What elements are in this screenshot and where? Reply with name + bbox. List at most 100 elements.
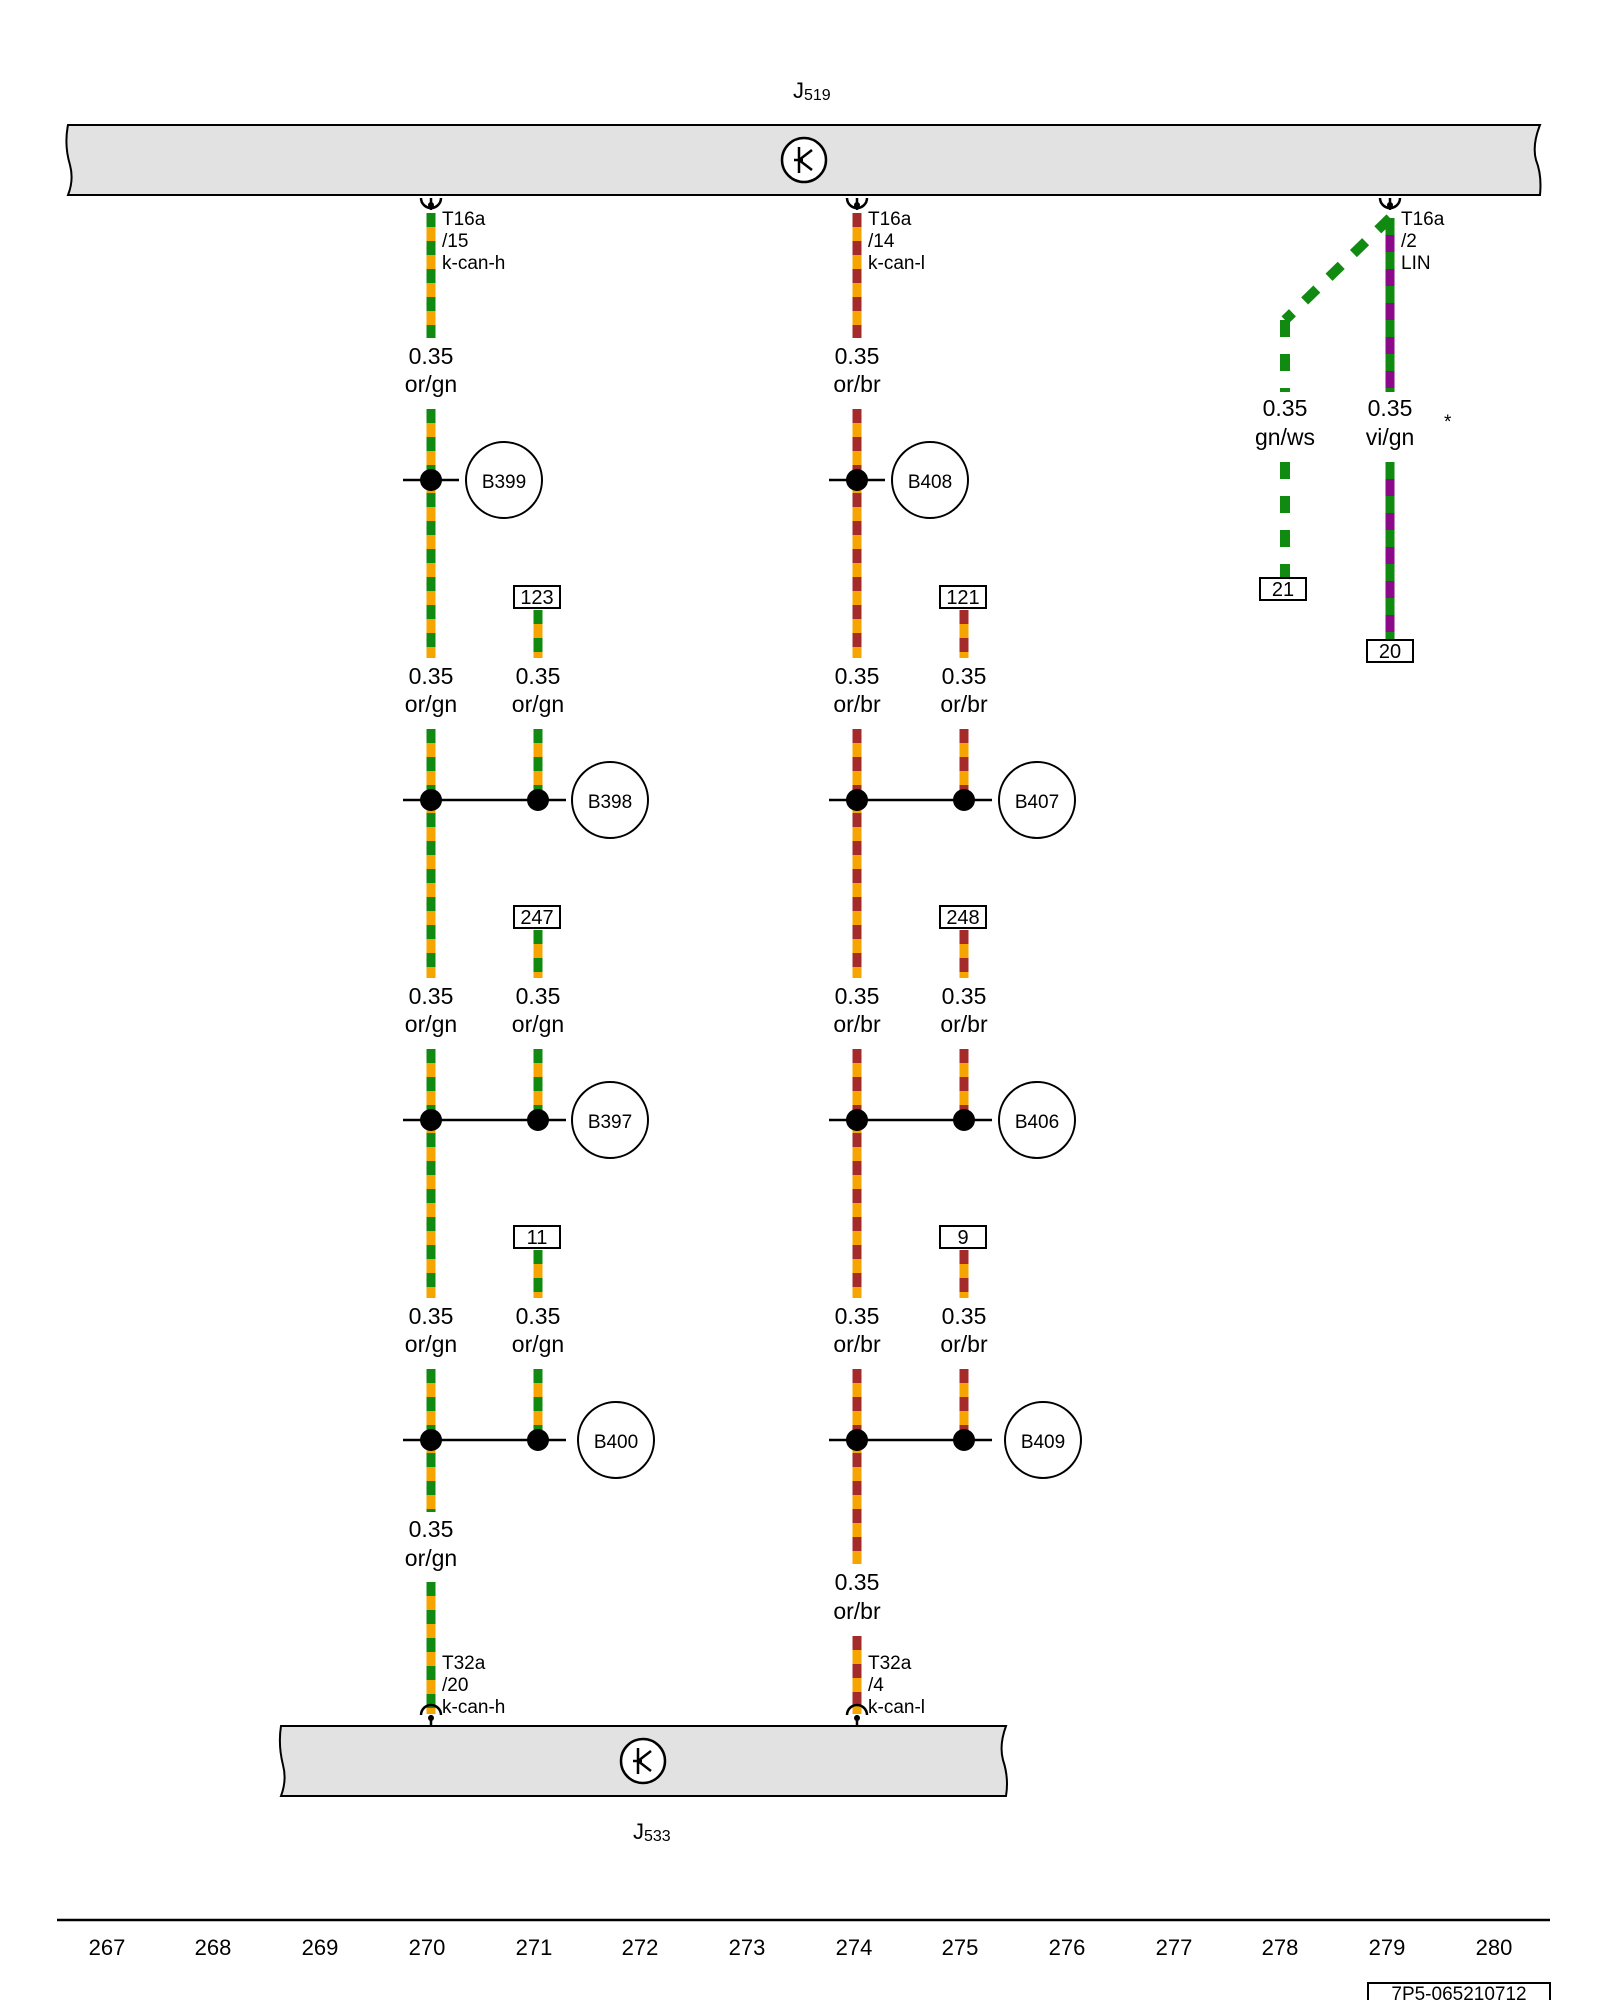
ref-box-123-label: 123 (520, 587, 553, 609)
splice-b406[interactable]: B406 (998, 1081, 1076, 1159)
column-number: 272 (622, 1935, 659, 1960)
splice-b398-label: B398 (588, 792, 632, 813)
column-number: 269 (302, 1935, 339, 1960)
splice-b399-label: B399 (482, 472, 526, 493)
splice-dot (527, 789, 549, 811)
transistor-symbol-icon (780, 136, 828, 184)
pin-label-j533-4: T32a /4 k-can-l (868, 1653, 925, 1718)
ref-box-123[interactable]: 123 (513, 585, 561, 609)
splice-b408[interactable]: B408 (891, 441, 969, 519)
splice-b409-label: B409 (1021, 1432, 1065, 1453)
module-j519[interactable]: J519 (65, 78, 1542, 196)
column-number: 279 (1369, 1935, 1406, 1960)
module-j519-title: J519 (793, 78, 831, 104)
column-number: 271 (516, 1935, 553, 1960)
splice-b408-label: B408 (908, 472, 952, 493)
footer-ruler: 267 268 269 270 271 272 273 274 275 276 … (57, 1918, 1551, 2000)
kcanh-wires (426, 213, 543, 1714)
splice-b407[interactable]: B407 (998, 761, 1076, 839)
splice-dot (846, 1429, 868, 1451)
splice-b400-label: B400 (594, 1432, 638, 1453)
splice-b398[interactable]: B398 (571, 761, 649, 839)
column-number: 267 (89, 1935, 126, 1960)
doc-id-box (1367, 1982, 1551, 2000)
splice-dot (953, 1109, 975, 1131)
ref-box-9[interactable]: 9 (939, 1225, 987, 1249)
column-number: 275 (942, 1935, 979, 1960)
ref-box-248[interactable]: 248 (939, 905, 987, 929)
ref-box-11[interactable]: 11 (513, 1225, 561, 1249)
splice-b409[interactable]: B409 (1004, 1401, 1082, 1479)
splice-dot (846, 469, 868, 491)
splice-dot (420, 789, 442, 811)
pin-labels: T16a /15 k-can-h T16a /14 k-can-l T16a /… (442, 209, 1450, 1718)
pin-connector-dot (854, 202, 860, 208)
splice-dot (527, 1109, 549, 1131)
kcanl-wires (852, 213, 969, 1714)
ref-box-21-label: 21 (1272, 579, 1294, 601)
pin-label-j519-15: T16a /15 k-can-h (442, 209, 505, 274)
ref-box-121[interactable]: 121 (939, 585, 987, 609)
splice-dot (953, 1429, 975, 1451)
footnote-asterisk: * (1444, 412, 1452, 433)
pin-connector-dot (854, 1715, 860, 1721)
splice-dot (846, 1109, 868, 1131)
splice-b399[interactable]: B399 (465, 441, 543, 519)
pin-connector-dot (1387, 202, 1393, 208)
pin-connector-dot (428, 1715, 434, 1721)
transistor-symbol-glyph (633, 1748, 652, 1774)
pin-label-j519-14: T16a /14 k-can-l (868, 209, 925, 274)
splice-dots (420, 469, 975, 1451)
pin-label-j533-20: T32a /20 k-can-h (442, 1653, 505, 1718)
ref-box-9-label: 9 (957, 1227, 968, 1249)
module-j533[interactable]: J533 (278, 1725, 1008, 1845)
column-number: 280 (1476, 1935, 1513, 1960)
ref-box-248-label: 248 (946, 907, 979, 929)
ref-box-247-label: 247 (520, 907, 553, 929)
ref-box-11-label: 11 (527, 1227, 548, 1249)
splice-dot (527, 1429, 549, 1451)
connector-pins (419, 197, 1402, 1725)
column-number: 273 (729, 1935, 766, 1960)
splice-dot (953, 789, 975, 811)
ref-box-20-label: 20 (1379, 641, 1401, 663)
module-j533-title: J533 (633, 1819, 671, 1845)
splice-b397-label: B397 (588, 1112, 632, 1133)
transistor-symbol-glyph (794, 147, 813, 173)
splice-b400[interactable]: B400 (577, 1401, 655, 1479)
reference-boxes: 123 247 11 121 248 9 21 20 (513, 577, 1414, 1249)
column-number: 274 (836, 1935, 873, 1960)
splice-dot (420, 1429, 442, 1451)
ref-box-21[interactable]: 21 (1259, 577, 1307, 601)
pin-label-j519-2: T16a /2 LIN (1401, 209, 1450, 274)
column-number: 268 (195, 1935, 232, 1960)
splice-dot (420, 1109, 442, 1131)
column-number: 276 (1049, 1935, 1086, 1960)
ref-box-247[interactable]: 247 (513, 905, 561, 929)
splice-b397[interactable]: B397 (571, 1081, 649, 1159)
ref-box-20[interactable]: 20 (1366, 639, 1414, 663)
column-number: 270 (409, 1935, 446, 1960)
column-number: 278 (1262, 1935, 1299, 1960)
doc-id-label: 7P5-065210712 (1391, 1984, 1526, 2000)
column-number: 277 (1156, 1935, 1193, 1960)
splice-dot (846, 789, 868, 811)
